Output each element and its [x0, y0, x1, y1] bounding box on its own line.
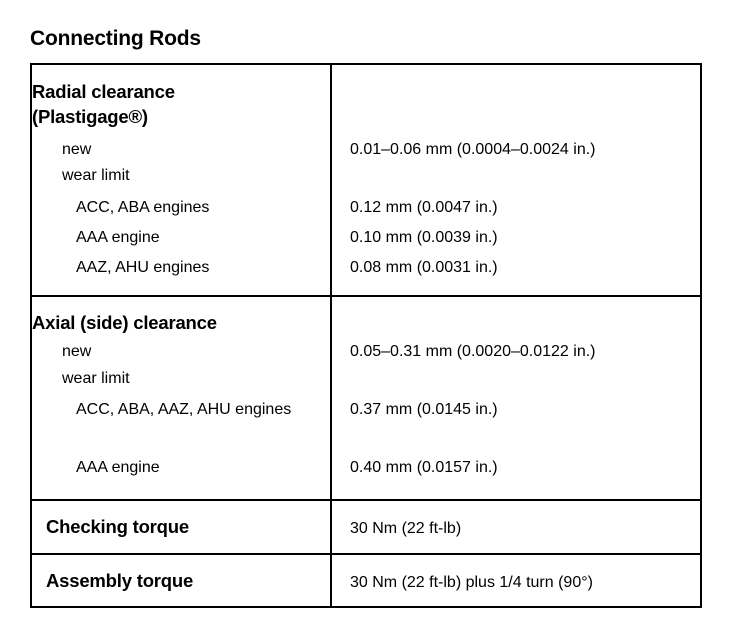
- row-value-new: 0.01–0.06 mm (0.0004–0.0024 in.): [350, 141, 596, 158]
- row-value-assembly-torque: 30 Nm (22 ft-lb) plus 1/4 turn (90°): [350, 574, 593, 591]
- section-title-line-2: (Plastigage®): [32, 106, 148, 127]
- row-label-aaz-ahu-engines: AAZ, AHU engines: [76, 259, 210, 276]
- section-value-cell: 0.05–0.31 mm (0.0020–0.0122 in.) 0.37 mm…: [331, 295, 701, 500]
- torque-label-cell: Assembly torque: [31, 553, 332, 607]
- section-label-cell: Radial clearance (Plastigage®) new wear …: [31, 64, 332, 296]
- section-value-cell: 0.01–0.06 mm (0.0004–0.0024 in.) 0.12 mm…: [331, 64, 701, 296]
- section-title-line-1: Radial clearance: [32, 81, 175, 102]
- row-label-aaa-engine: AAA engine: [76, 229, 160, 246]
- row-value-checking-torque: 30 Nm (22 ft-lb): [350, 520, 462, 537]
- table-row-checking-torque: Checking torque 30 Nm (22 ft-lb): [31, 499, 701, 554]
- row-label-new: new: [62, 343, 92, 360]
- section-title-line-1: Axial (side) clearance: [32, 312, 217, 333]
- torque-label-cell: Checking torque: [31, 499, 332, 554]
- row-label-acc-aba-engines: ACC, ABA engines: [76, 199, 210, 216]
- table-row-assembly-torque: Assembly torque 30 Nm (22 ft-lb) plus 1/…: [31, 553, 701, 607]
- connecting-rods-spec-table: Radial clearance (Plastigage®) new wear …: [30, 63, 702, 608]
- row-label-new: new: [62, 141, 92, 158]
- row-value-aaa-engine: 0.10 mm (0.0039 in.): [350, 229, 498, 246]
- torque-value-cell: 30 Nm (22 ft-lb) plus 1/4 turn (90°): [331, 553, 701, 607]
- table-section-axial-clearance: Axial (side) clearance new wear limit AC…: [31, 295, 701, 500]
- torque-value-cell: 30 Nm (22 ft-lb): [331, 499, 701, 554]
- row-value-new: 0.05–0.31 mm (0.0020–0.0122 in.): [350, 343, 596, 360]
- section-label-cell: Axial (side) clearance new wear limit AC…: [31, 295, 332, 500]
- row-label-wear-limit: wear limit: [62, 167, 130, 184]
- row-label-acc-aba-aaz-ahu-engines: ACC, ABA, AAZ, AHU engines: [76, 401, 292, 418]
- row-value-acc-aba-aaz-ahu-engines: 0.37 mm (0.0145 in.): [350, 401, 498, 418]
- page-title: Connecting Rods: [30, 27, 201, 50]
- row-label-checking-torque: Checking torque: [46, 516, 189, 537]
- row-label-aaa-engine: AAA engine: [76, 459, 160, 476]
- row-value-aaa-engine: 0.40 mm (0.0157 in.): [350, 459, 498, 476]
- row-value-acc-aba-engines: 0.12 mm (0.0047 in.): [350, 199, 498, 216]
- table-section-radial-clearance: Radial clearance (Plastigage®) new wear …: [31, 64, 701, 296]
- row-label-wear-limit: wear limit: [62, 370, 130, 387]
- row-label-assembly-torque: Assembly torque: [46, 570, 194, 591]
- row-value-aaz-ahu-engines: 0.08 mm (0.0031 in.): [350, 259, 498, 276]
